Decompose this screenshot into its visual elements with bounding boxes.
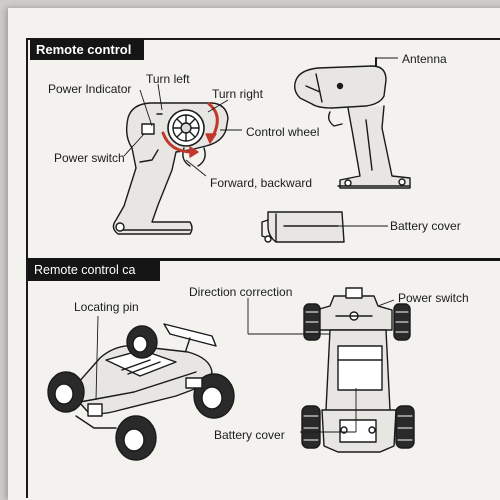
label-power-indicator: Power Indicator xyxy=(48,82,132,96)
label-power-switch-remote: Power switch xyxy=(54,151,125,165)
battery-cover-illustration xyxy=(261,211,345,243)
buggy-illustration xyxy=(47,323,235,461)
label-battery-cover-remote: Battery cover xyxy=(390,219,461,233)
remote-rear-illustration xyxy=(293,57,411,189)
label-antenna: Antenna xyxy=(402,52,447,66)
label-battery-cover-car: Battery cover xyxy=(214,428,285,442)
callout-lines xyxy=(95,57,398,433)
remote-transmitter-illustration xyxy=(112,102,229,235)
label-power-switch-car: Power switch xyxy=(398,291,469,305)
label-turn-left: Turn left xyxy=(146,72,190,86)
label-forward-backward: Forward, backward xyxy=(210,176,313,190)
remote-section-title: Remote control xyxy=(30,39,144,60)
manual-page xyxy=(8,8,500,500)
remote-panel-frame xyxy=(26,38,500,498)
label-turn-right: Turn right xyxy=(212,87,263,101)
section-divider xyxy=(26,258,500,261)
label-control-wheel: Control wheel xyxy=(246,125,320,139)
control-wheel-illustration xyxy=(167,109,205,147)
label-locating-pin: Locating pin xyxy=(74,300,139,314)
chassis-illustration xyxy=(301,287,415,453)
car-section-title: Remote control ca xyxy=(28,260,160,281)
label-direction-correction: Direction correction xyxy=(189,285,293,299)
